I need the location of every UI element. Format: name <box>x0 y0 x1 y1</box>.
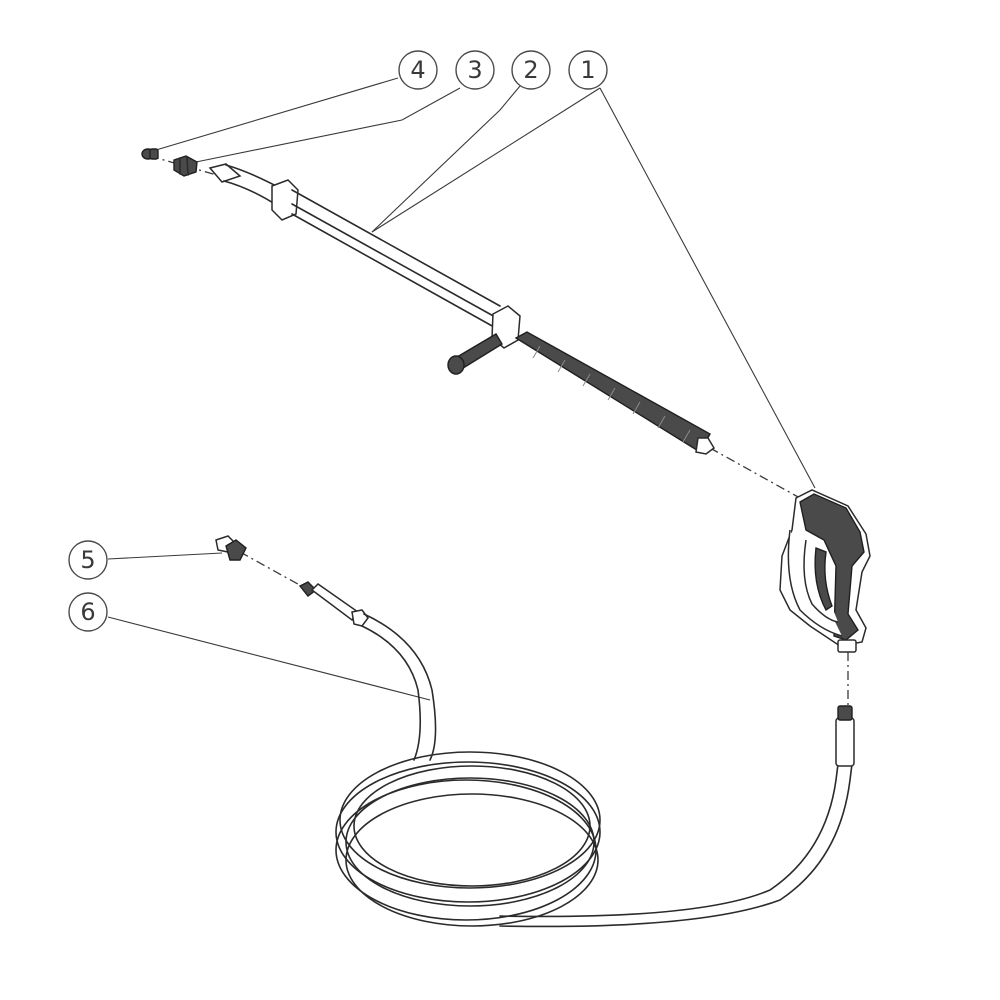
leader-line-4 <box>155 77 399 151</box>
callout-2: 2 <box>511 50 551 90</box>
nozzle-tip <box>141 148 159 160</box>
leader-line-6 <box>107 616 431 701</box>
callout-3: 3 <box>455 50 495 90</box>
leader-line-5 <box>107 552 223 560</box>
quick-coupler <box>173 155 198 177</box>
callout-1-label: 1 <box>580 56 595 84</box>
leader-lines <box>107 77 816 701</box>
callout-5: 5 <box>68 540 108 580</box>
axis-adapter-hose <box>239 551 306 589</box>
hose-adapter <box>215 535 247 561</box>
spray-lance <box>208 163 715 455</box>
callout-6: 6 <box>68 592 108 632</box>
leader-line-2 <box>371 85 521 233</box>
assembly-axis-lines <box>149 155 849 706</box>
callout-3-label: 3 <box>467 56 482 84</box>
callout-5-label: 5 <box>80 546 95 574</box>
axis-lance-gun <box>709 447 801 499</box>
callout-2-label: 2 <box>523 56 538 84</box>
leader-line-3 <box>195 87 461 163</box>
axis-nozzle <box>149 155 221 177</box>
leader-line-1 <box>599 87 816 489</box>
callout-4-label: 4 <box>410 56 425 84</box>
trigger-gun <box>779 489 871 653</box>
callout-6-label: 6 <box>80 598 95 626</box>
hose-assembly <box>298 581 855 928</box>
leader-line-1b <box>371 87 601 233</box>
callout-1: 1 <box>568 50 608 90</box>
callout-4: 4 <box>398 50 438 90</box>
